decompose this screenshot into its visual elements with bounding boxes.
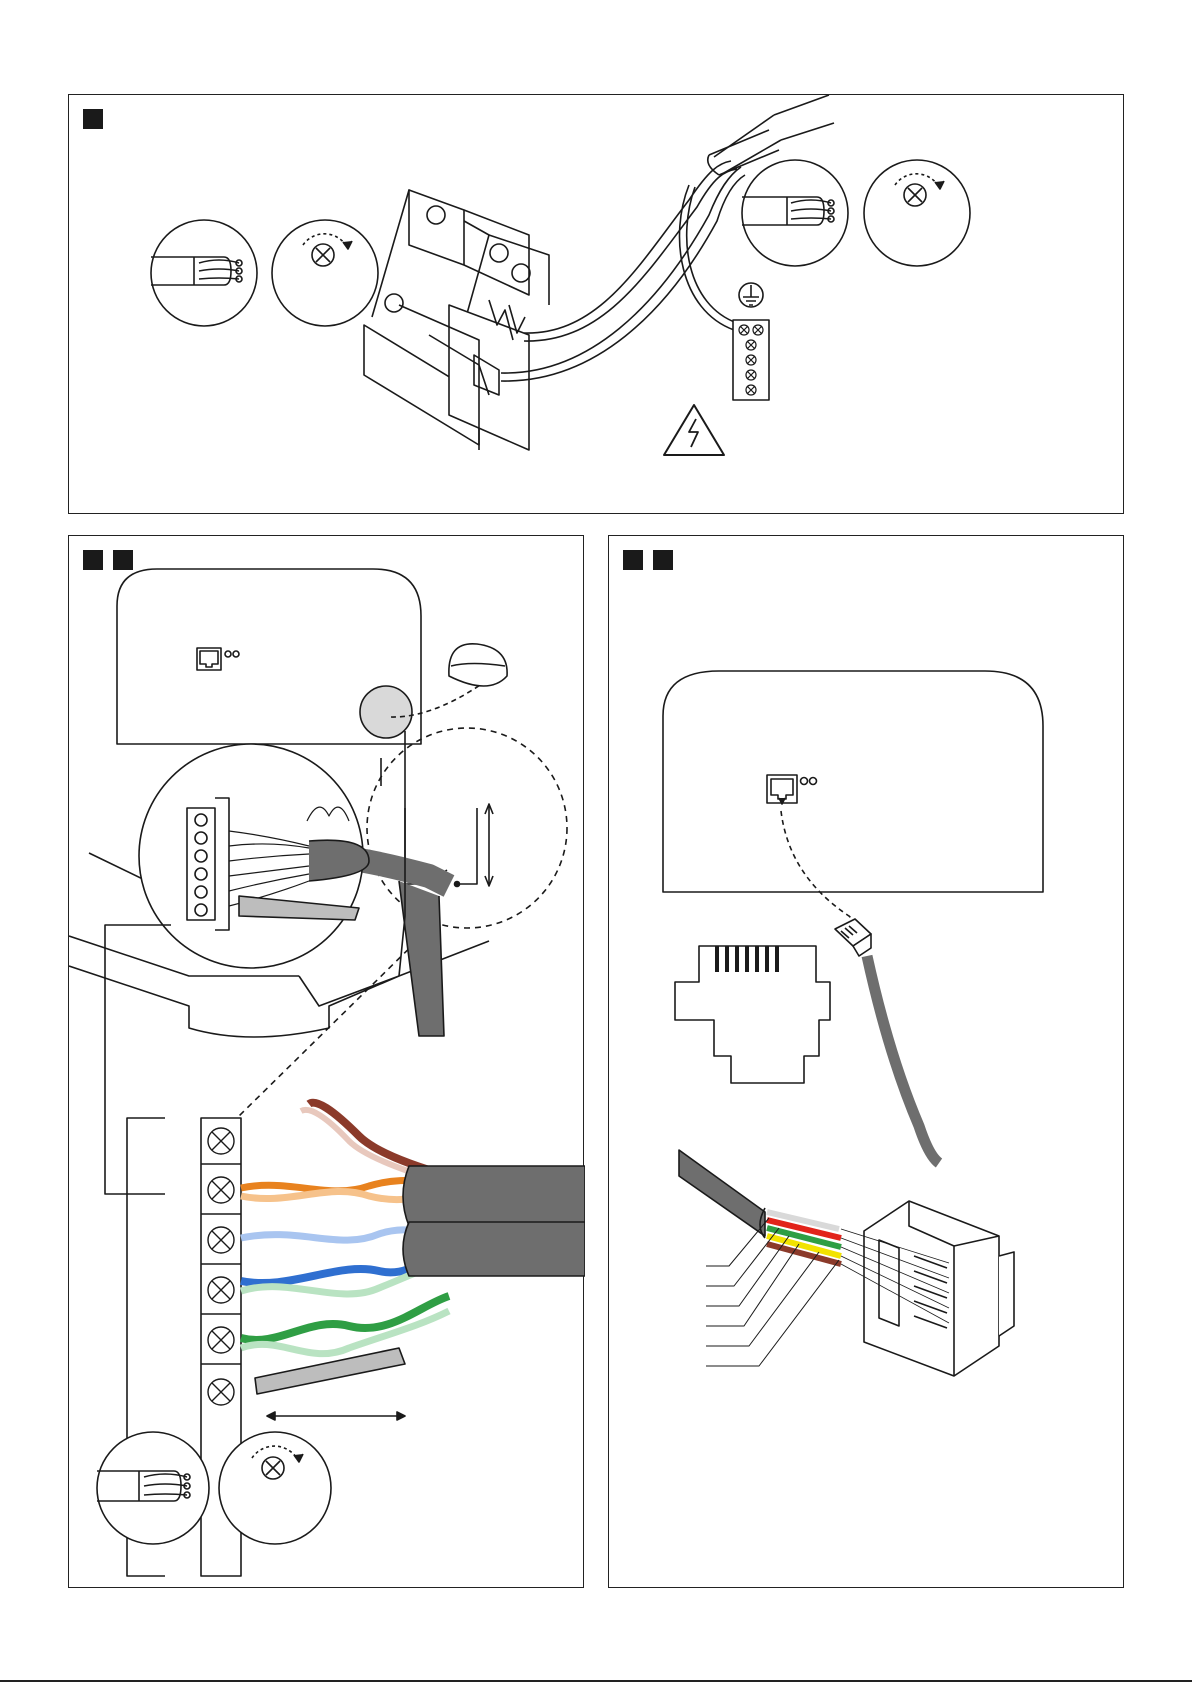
knockout-cap — [449, 644, 507, 686]
rj-plug — [835, 919, 871, 956]
panel-mains-wiring — [68, 94, 1124, 514]
bus-wiring-diagram — [69, 536, 585, 1589]
stripped-wire-icon — [742, 160, 848, 266]
mains-wiring-diagram — [69, 95, 1125, 515]
terminal-block — [364, 190, 549, 450]
ground-symbol-icon — [739, 283, 763, 307]
rj-front-view — [675, 946, 830, 1083]
panel-bus-wiring — [68, 535, 584, 1588]
screw-tighten-icon — [864, 160, 970, 266]
knockout — [360, 686, 412, 738]
stripped-wire-icon — [151, 220, 257, 326]
stripped-wire-icon — [97, 1432, 209, 1544]
page-bottom-rule — [0, 1680, 1192, 1682]
panel-rj-connection — [608, 535, 1124, 1588]
screw-tighten-icon — [219, 1432, 331, 1544]
rj-connection-diagram — [609, 536, 1125, 1589]
high-voltage-warning-icon — [664, 405, 724, 455]
earth-terminal-block — [733, 320, 769, 400]
device-outline — [663, 671, 1043, 892]
screw-tighten-icon — [272, 220, 378, 326]
